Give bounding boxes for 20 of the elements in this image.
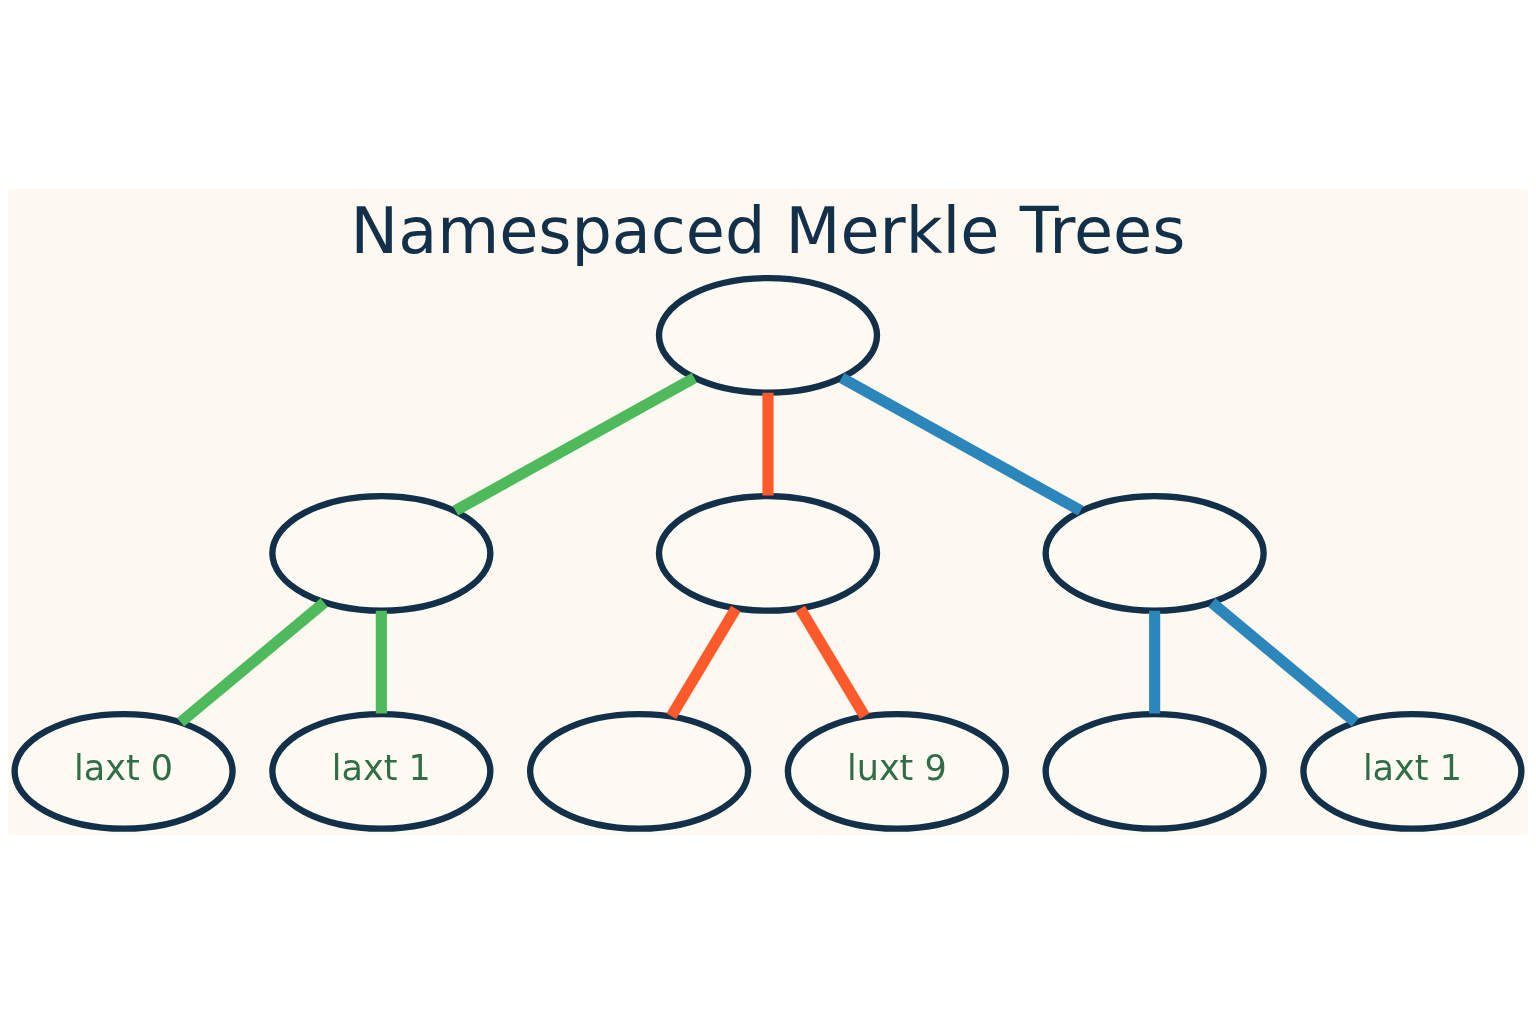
node-ellipse <box>1042 492 1267 614</box>
node-ellipse <box>655 492 881 614</box>
connector <box>375 610 387 714</box>
connector <box>666 605 741 719</box>
diagram-title: Namespaced Merkle Trees <box>350 193 1186 268</box>
connector <box>838 373 1084 516</box>
node-ellipse: laxt 1 <box>269 710 494 832</box>
node-ellipse <box>655 274 881 396</box>
node-ellipse: laxt 1 <box>1300 710 1525 832</box>
node-ellipse <box>1042 710 1267 832</box>
connector <box>1208 598 1359 727</box>
node-ellipse: luxt 9 <box>784 710 1010 832</box>
connector <box>177 598 328 727</box>
connector <box>452 373 698 516</box>
node-ellipse <box>526 710 752 832</box>
node-ellipse <box>269 492 494 614</box>
connector <box>795 605 870 719</box>
connector <box>762 392 774 496</box>
connector <box>1149 610 1161 714</box>
node-ellipse: laxt 0 <box>11 710 236 832</box>
